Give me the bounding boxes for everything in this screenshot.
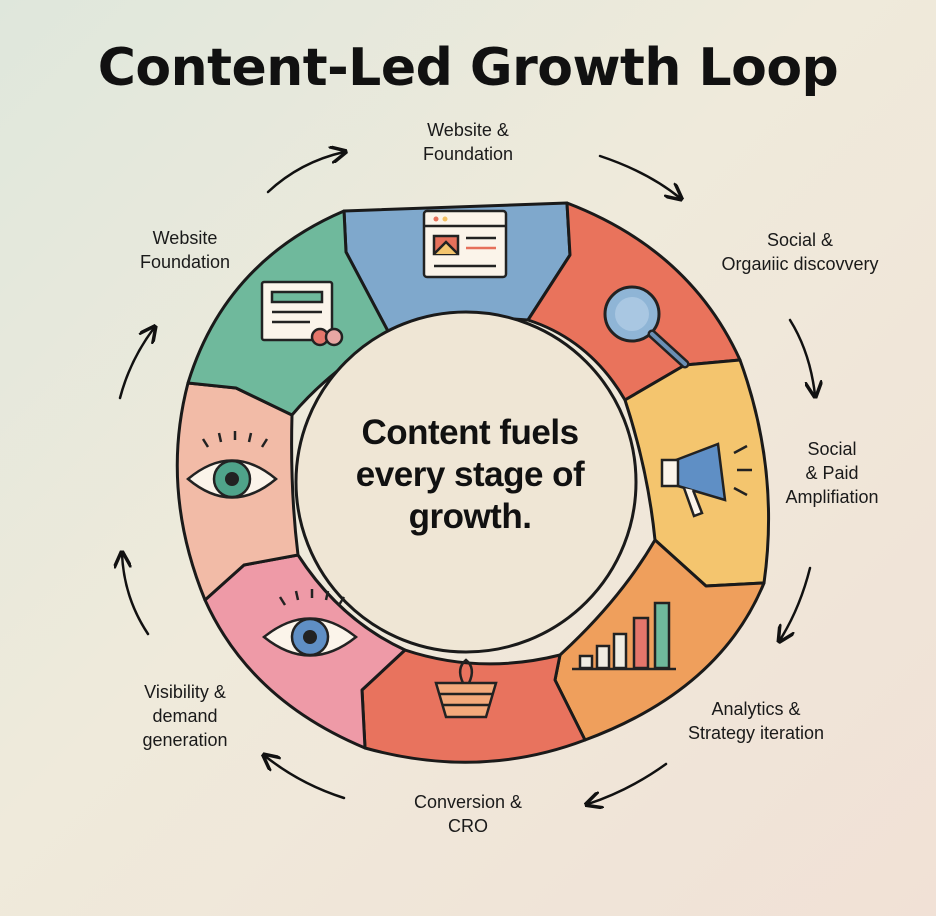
label-social-organic: Social &Orgaᴎiic discovvery [721, 230, 879, 274]
funnel-basket-icon [434, 658, 498, 719]
eye-icon [186, 431, 278, 499]
label-conversion: Conversion &CRO [413, 792, 523, 836]
loop-arrow-left-upper [118, 328, 154, 400]
loop-arrow-right-upper [788, 318, 815, 395]
center-line: growth. [408, 497, 532, 536]
loop-arrow-left-lower [122, 554, 150, 636]
loop-arrow-top-left [266, 152, 344, 194]
loop-arrow-right-lower [780, 566, 812, 640]
center-message: Content fuels every stage of growth. [300, 412, 640, 538]
diagram-title: Content-Led Growth Loop [97, 38, 839, 98]
browser-window-icon [422, 209, 508, 279]
label-analytics: Analytics &Strategy iteration [687, 699, 825, 743]
magnifier-icon [603, 285, 690, 369]
loop-arrow-bottom-right [588, 762, 668, 804]
center-circle [294, 310, 638, 654]
bar-chart-icon [572, 601, 676, 671]
center-line: Content fuels [361, 413, 579, 452]
document-card-icon [260, 280, 344, 347]
eye-icon [262, 589, 358, 657]
loop-arrow-bottom-left [265, 756, 346, 800]
megaphone-icon [660, 442, 752, 518]
loop-arrow-top-right [598, 154, 680, 198]
center-line: every stage of [355, 455, 585, 494]
label-website-foundation: Website &Foundation [422, 120, 514, 164]
